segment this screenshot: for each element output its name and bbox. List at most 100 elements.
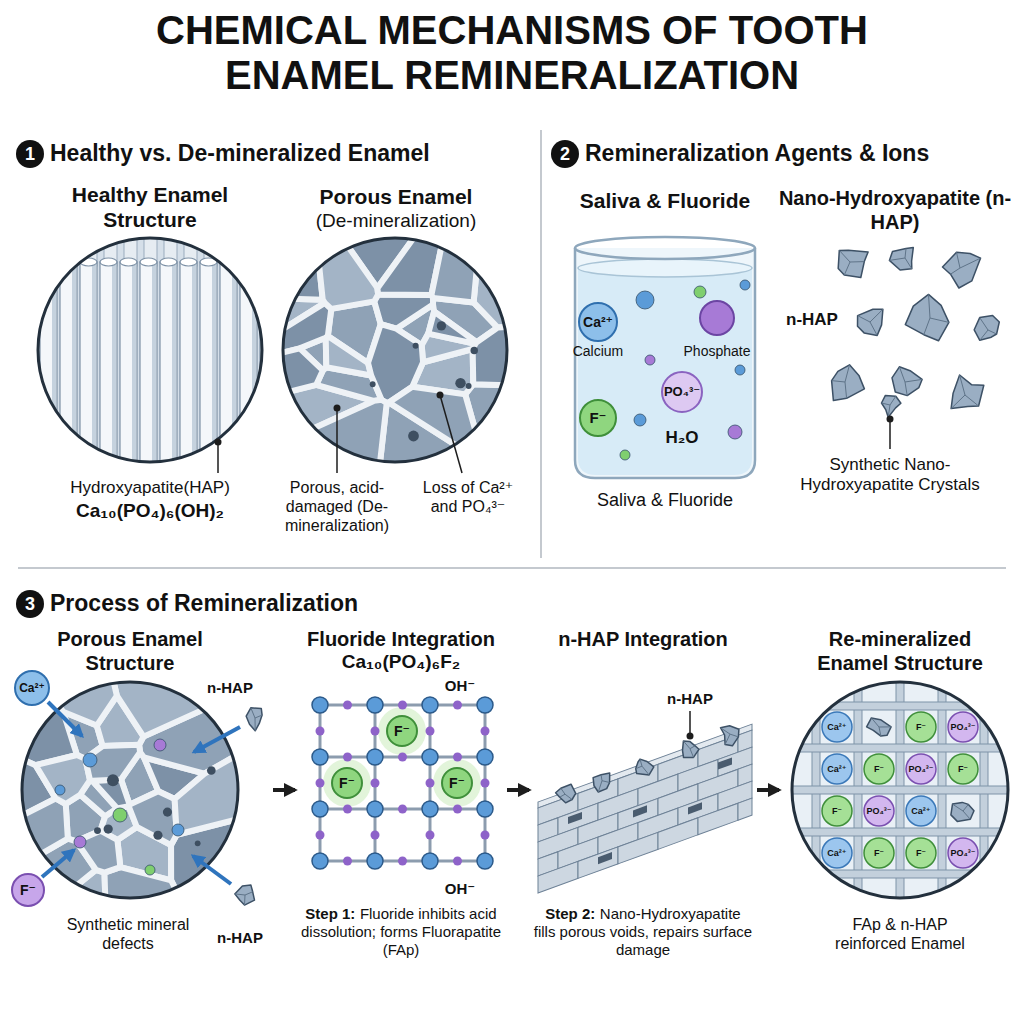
rod-top bbox=[260, 258, 277, 266]
surface-void bbox=[718, 757, 732, 769]
crystal-facet bbox=[951, 252, 981, 274]
process-stage: Fluoride IntegrationCa₁₀(PO₄)₆F₂F⁻OH⁻F⁻F… bbox=[296, 622, 506, 982]
nano-hydroxyapatite-crystal bbox=[683, 741, 699, 757]
mineral-fragment bbox=[129, 791, 177, 845]
enamel-rod bbox=[792, 828, 1008, 836]
ion-dot bbox=[735, 365, 745, 375]
label-text: F⁻ bbox=[339, 775, 355, 791]
mineral-void bbox=[163, 808, 172, 817]
calcium-site bbox=[477, 697, 493, 713]
text-block: F⁻ bbox=[864, 848, 894, 859]
ion-cell bbox=[822, 838, 852, 868]
panel-divider bbox=[540, 130, 542, 558]
label-text: Nano-Hydroxyapatite (n-HAP) bbox=[779, 187, 1011, 233]
surface-void bbox=[598, 852, 612, 864]
label-text: F⁻ bbox=[394, 723, 410, 739]
mineral-fragment bbox=[389, 387, 485, 464]
phosphate-site bbox=[343, 857, 352, 866]
text-block: n-HAP bbox=[782, 310, 842, 330]
nano-hydroxyapatite-crystal bbox=[892, 367, 922, 396]
surface-void bbox=[568, 812, 582, 824]
mineral-fragment bbox=[175, 753, 240, 834]
ion-cell bbox=[864, 838, 894, 868]
mineral-void bbox=[195, 840, 201, 846]
phosphate-site bbox=[371, 779, 380, 788]
process-stage: n-HAP Integrationn-HAPStep 2:Nano-Hydrox… bbox=[530, 622, 756, 982]
fluoride-ion bbox=[332, 768, 362, 798]
rod-top bbox=[240, 258, 257, 266]
label-text: PO₄³⁻ bbox=[950, 848, 975, 858]
phosphate-site bbox=[453, 857, 462, 866]
crystal-facet bbox=[889, 249, 911, 269]
callout-number: 3 bbox=[16, 593, 44, 615]
calcium-site bbox=[422, 749, 438, 765]
text-block: F⁻ bbox=[906, 722, 936, 733]
ion-dot bbox=[728, 425, 742, 439]
phosphate-site bbox=[453, 805, 462, 814]
mineral-void bbox=[207, 766, 216, 775]
rod-shade bbox=[112, 265, 116, 470]
calcium-site bbox=[312, 801, 328, 817]
label-text: Ca²⁺ bbox=[19, 681, 45, 695]
calcium-site bbox=[367, 853, 383, 869]
rod-top bbox=[120, 258, 137, 266]
leader-line bbox=[217, 442, 219, 473]
label-text: Calcium bbox=[573, 343, 624, 359]
mineral-fragment bbox=[281, 400, 387, 464]
enamel-outline bbox=[283, 238, 507, 462]
rod-top bbox=[160, 258, 177, 266]
enamel-surface bbox=[538, 724, 752, 893]
text-block: F⁻ bbox=[906, 848, 936, 859]
label-text: Step 1: bbox=[305, 905, 355, 922]
calcium-site bbox=[422, 801, 438, 817]
text-block: Ca²⁺ bbox=[822, 848, 852, 859]
crystal-facet bbox=[251, 708, 262, 731]
enamel-block bbox=[538, 861, 578, 893]
ion-dot bbox=[83, 753, 97, 767]
text-block: Saliva & Fluoride bbox=[565, 490, 765, 512]
liquid-surface bbox=[578, 259, 752, 277]
crystal-facet bbox=[858, 309, 883, 335]
phosphate-site bbox=[426, 779, 435, 788]
surface-void bbox=[633, 805, 647, 817]
rod-shade bbox=[272, 265, 276, 470]
nano-hydroxyapatite-crystal bbox=[943, 252, 981, 288]
enamel-rod-back bbox=[244, 226, 257, 266]
fluoride-ion bbox=[12, 874, 44, 906]
mineral-void bbox=[107, 774, 119, 786]
label-text: n-HAP bbox=[667, 690, 713, 707]
rod-shade bbox=[252, 265, 256, 470]
fluoride-glow bbox=[378, 707, 426, 755]
crystal-facet bbox=[882, 396, 896, 417]
ion-dot bbox=[645, 355, 655, 365]
rod-top bbox=[180, 258, 197, 266]
enamel-view: Healthy Enamel StructureHydroxyapatite(H… bbox=[20, 175, 260, 555]
label-text: (De-mineralization) bbox=[316, 210, 477, 231]
label-text: F⁻ bbox=[874, 848, 884, 858]
phosphate-site bbox=[481, 831, 490, 840]
mineral-void bbox=[370, 381, 376, 387]
calcium-ion bbox=[15, 671, 49, 705]
enamel-rod bbox=[140, 262, 157, 472]
text-block: Remineralization Agents & Ions bbox=[585, 140, 1015, 168]
ion-dot bbox=[74, 836, 86, 848]
process-stage: Porous Enamel StructureCa²⁺n-HAPF⁻n-HAPS… bbox=[4, 622, 272, 972]
ion-cell bbox=[822, 796, 852, 826]
enamel-rod bbox=[120, 262, 137, 472]
phosphate-site bbox=[426, 727, 435, 736]
phosphate-site bbox=[371, 727, 380, 736]
crystal-facet bbox=[953, 804, 971, 819]
label-text: Saliva & Fluoride bbox=[597, 490, 733, 510]
porous-enamel bbox=[281, 236, 509, 464]
calcium-site bbox=[477, 853, 493, 869]
label-text: Hydroxyapatite(HAP) bbox=[70, 478, 230, 497]
enamel-rod-back bbox=[264, 226, 277, 266]
enamel-rod bbox=[792, 786, 1008, 794]
label-text: Fluoride Integration bbox=[307, 628, 495, 650]
nano-hydroxyapatite-crystal bbox=[556, 784, 576, 803]
phosphate-site bbox=[343, 701, 352, 710]
text-block: Synthetic Nano-Hydroxyapatite Crystals bbox=[790, 455, 990, 496]
ion-arrow bbox=[48, 702, 82, 736]
ion-cell bbox=[906, 754, 936, 784]
